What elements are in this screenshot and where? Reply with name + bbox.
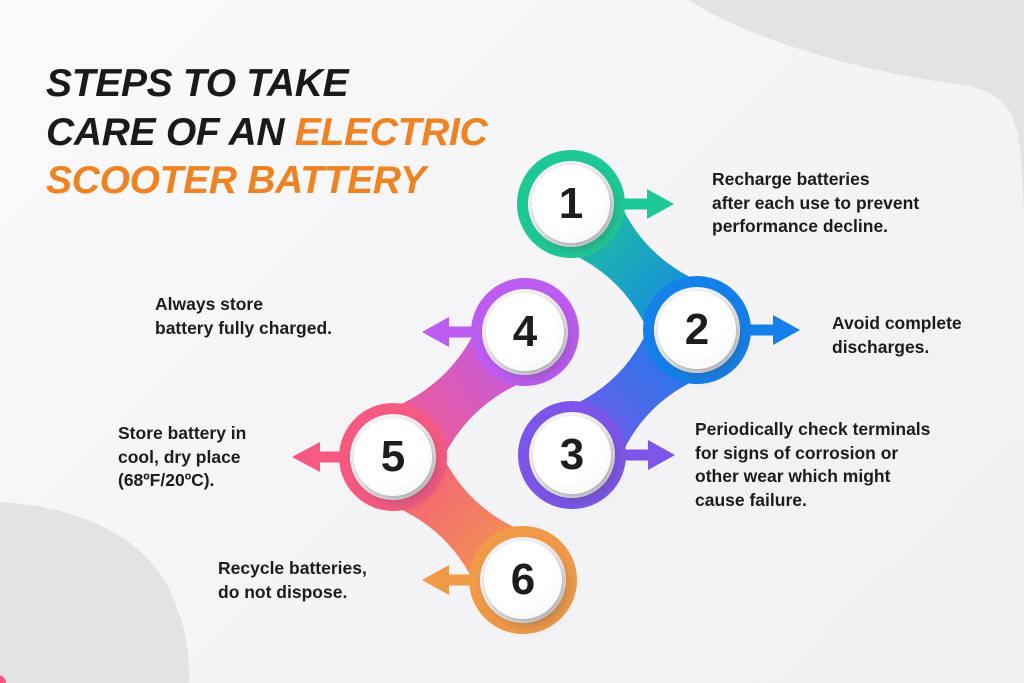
step-disc-4: 4 [486,293,564,371]
step-text-5: Store battery in cool, dry place (68ºF/2… [118,423,247,490]
step-number-3: 3 [559,430,585,479]
step-text-6: Recycle batteries, do not dispose. [218,558,367,602]
step-number-2: 2 [684,305,710,354]
corner-accent-dot [0,675,6,683]
background-blob-bottom-left [0,502,190,683]
step-disc-2: 2 [658,291,736,369]
step-disc-5: 5 [354,418,432,496]
step-circle-4: 4 [471,278,579,386]
step-text-1: Recharge batteries after each use to pre… [712,169,920,236]
step-circle-6: 6 [469,526,577,634]
step-text-3: Periodically check terminals for signs o… [695,419,931,510]
step-text-4: Always store battery fully charged. [155,294,332,338]
step-number-5: 5 [380,432,406,481]
step-disc-6: 6 [484,541,562,619]
step-number-4: 4 [512,307,538,356]
step-circle-2: 2 [643,276,751,384]
step-disc-3: 3 [533,416,611,494]
title-line-3: SCOOTER BATTERY [46,159,426,202]
page-title: STEPS TO TAKE CARE OF AN ELECTRIC SCOOTE… [46,60,488,206]
background-blob-top-right [688,0,1024,275]
step-number-1: 1 [558,179,584,228]
step-disc-1: 1 [532,165,610,243]
title-line-2: CARE OF AN ELECTRIC [46,110,488,154]
step-number-6: 6 [510,555,536,604]
title-line-1: STEPS TO TAKE [46,62,349,105]
step-circle-3: 3 [518,401,626,509]
step-circle-5: 5 [339,403,447,511]
step-text-2: Avoid complete discharges. [832,313,962,357]
step-circle-1: 1 [517,150,625,258]
